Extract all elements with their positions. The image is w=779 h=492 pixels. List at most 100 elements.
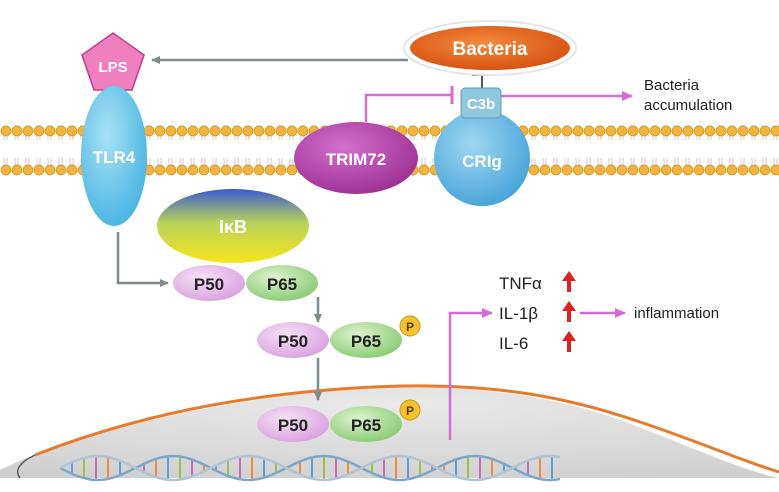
lipid-head <box>407 125 419 137</box>
lipid-head <box>198 125 210 137</box>
crig-label: CRIg <box>462 152 502 171</box>
lipid-head <box>418 125 430 137</box>
lipid-head <box>759 164 771 176</box>
lipid-head <box>0 164 12 176</box>
lipid-head <box>176 164 188 176</box>
ikb-protein: IκB <box>157 189 309 263</box>
bacteria-node: Bacteria <box>403 20 577 76</box>
phospho-label: P <box>406 404 414 418</box>
lipid-head <box>220 164 232 176</box>
nfkb-complex-cytoplasm: P50 P65 <box>173 265 318 301</box>
lipid-head <box>671 164 683 176</box>
lipid-head <box>748 125 760 137</box>
nfkb-complex-nucleus: P50 P65 P <box>257 399 421 442</box>
lipid-head <box>242 164 254 176</box>
cytokine-list: TNFα IL-1β IL-6 <box>499 271 576 353</box>
lipid-head <box>594 125 606 137</box>
lipid-head <box>275 164 287 176</box>
p65-label: P65 <box>351 332 381 351</box>
p65-label: P65 <box>351 416 381 435</box>
lipid-head <box>539 125 551 137</box>
lipid-head <box>275 125 287 137</box>
nfkb-complex-phospho: P50 P65 P <box>257 315 421 358</box>
lipid-head <box>693 125 705 137</box>
lipid-head <box>715 125 727 137</box>
p50-label: P50 <box>278 332 308 351</box>
lipid-head <box>176 125 188 137</box>
lipid-head <box>770 125 779 137</box>
arrow-tlr4-to-nfkb <box>116 232 169 287</box>
lipid-head <box>55 125 67 137</box>
lipid-head <box>605 164 617 176</box>
lipid-head <box>682 164 694 176</box>
phospho-label: P <box>406 320 414 334</box>
lipid-head <box>572 164 584 176</box>
lipid-head <box>297 125 309 137</box>
tlr4-receptor: TLR4 <box>81 86 147 226</box>
lipid-head <box>187 125 199 137</box>
nuclear-membrane <box>34 384 779 474</box>
trim72-label: TRIM72 <box>326 150 386 169</box>
il1b-label: IL-1β <box>499 304 538 323</box>
lipid-head <box>660 125 672 137</box>
lipid-head <box>550 164 562 176</box>
lipid-head <box>198 164 210 176</box>
lipid-head <box>638 125 650 137</box>
lipid-head <box>649 164 661 176</box>
lipid-head <box>528 164 540 176</box>
trim72-protein: TRIM72 <box>294 122 418 194</box>
accumulation-label-line2: accumulation <box>644 97 732 114</box>
lipid-head <box>33 164 45 176</box>
lipid-head <box>253 125 265 137</box>
lipid-head <box>209 125 221 137</box>
lipid-head <box>33 125 45 137</box>
red-up-arrow-icon <box>562 331 576 352</box>
lipid-head <box>242 125 254 137</box>
lipid-head <box>572 125 584 137</box>
lipid-head <box>66 125 78 137</box>
lipid-head <box>55 164 67 176</box>
lipid-head <box>583 125 595 137</box>
lipid-head <box>429 125 441 137</box>
lipid-head <box>748 164 760 176</box>
tnfa-label: TNFα <box>499 274 542 293</box>
lipid-head <box>0 125 12 137</box>
lipid-head <box>704 125 716 137</box>
bacteria-label: Bacteria <box>453 39 528 60</box>
lipid-head <box>286 125 298 137</box>
dna-strand <box>59 454 561 482</box>
lipid-head <box>11 125 23 137</box>
lipid-head <box>231 164 243 176</box>
lipid-head <box>693 164 705 176</box>
phosphate-badge-icon <box>399 315 421 337</box>
lipid-head <box>682 125 694 137</box>
lipid-head <box>143 125 155 137</box>
lipid-head <box>539 164 551 176</box>
lipid-head <box>528 125 540 137</box>
inhibit-trim72-c3b <box>364 93 452 122</box>
p50-label: P50 <box>278 416 308 435</box>
lipid-head <box>187 164 199 176</box>
lipid-head <box>253 164 265 176</box>
lipid-head <box>616 125 628 137</box>
lipid-head <box>737 125 749 137</box>
tlr4-label: TLR4 <box>93 148 136 167</box>
lipid-head <box>44 164 56 176</box>
lipid-head <box>726 164 738 176</box>
lipid-head <box>638 164 650 176</box>
lipid-head <box>66 164 78 176</box>
lipid-head <box>264 164 276 176</box>
arrow-nucleus-to-cytokines <box>448 308 493 440</box>
p65-label: P65 <box>267 275 297 294</box>
lipid-head <box>605 125 617 137</box>
lipid-head <box>726 125 738 137</box>
lipid-head <box>616 164 628 176</box>
lipid-head <box>627 125 639 137</box>
lipid-head <box>165 125 177 137</box>
lipid-head <box>264 125 276 137</box>
lipid-head <box>154 164 166 176</box>
lipid-head <box>11 164 23 176</box>
lipid-head <box>627 164 639 176</box>
